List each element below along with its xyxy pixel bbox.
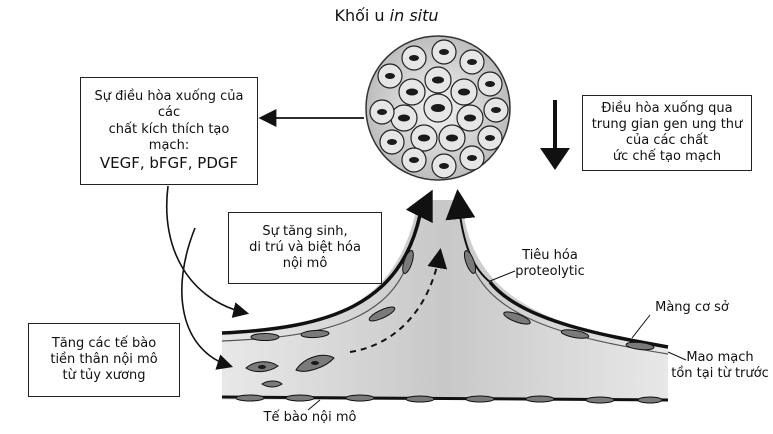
stimulators-box: Sự điều hòa xuống của các chất kích thíc…	[80, 77, 258, 185]
stimulators-line2: chất kích thích tạo mạch:	[108, 121, 230, 153]
tumor-title: Khối u in situ	[0, 6, 773, 25]
preexisting-line2: tồn tại từ trước	[671, 365, 769, 381]
leader-preexisting	[667, 351, 687, 361]
progenitors-line3: từ tủy xương	[62, 368, 146, 384]
proliferation-line2: di trú và biệt hóa	[249, 239, 361, 255]
progenitors-line2: tiền thân nội mô	[50, 351, 158, 367]
vessel-body	[222, 200, 668, 400]
proteolytic-line2: proteolytic	[515, 263, 585, 279]
curve-arrow-to-progenitors	[181, 227, 234, 370]
leader-basement-membrane	[631, 314, 651, 339]
oncogenes-line1: Điều hòa xuống qua	[601, 100, 733, 116]
migration-arrow	[349, 248, 448, 353]
proteolytic-line1: Tiêu hóa	[522, 248, 578, 263]
preexisting-capillary-label: Mao mạch tồn tại từ trước	[670, 350, 770, 381]
oncogenes-line3: của các chất	[625, 133, 709, 148]
stimulators-line3: VEGF, bFGF, PDGF	[99, 154, 239, 173]
progenitors-line1: Tăng các tế bào	[51, 335, 157, 351]
stimulators-line1: Sự điều hòa xuống của các	[94, 89, 244, 121]
proteolytic-label: Tiêu hóa proteolytic	[500, 248, 600, 279]
oncogenes-line4: ức chế tạo mạch	[612, 149, 722, 165]
proliferation-line3: nội mô	[282, 256, 328, 272]
basement-membrane-text: Màng cơ sở	[655, 300, 729, 315]
progenitors-box: Tăng các tế bào tiền thân nội mô từ tủy …	[28, 323, 180, 397]
progenitor-nuclei	[258, 361, 319, 369]
proliferation-box: Sự tăng sinh, di trú và biệt hóa nội mô	[228, 212, 382, 284]
endothelial-cell-label: Tế bào nội mô	[240, 410, 380, 426]
leader-endothelial	[307, 399, 321, 411]
endothelial-cells	[235, 250, 663, 404]
leader-proteolytic	[489, 270, 516, 282]
sprout-arrow-left	[405, 189, 433, 224]
basement-membrane-label: Màng cơ sở	[642, 300, 742, 316]
basement-membrane-left	[221, 214, 422, 335]
downregulation-arrow	[540, 100, 570, 170]
proliferation-line1: Sự tăng sinh,	[262, 223, 348, 239]
tumor-title-italic: in situ	[389, 6, 439, 25]
oncogenes-line2: trung gian gen ung thư	[591, 116, 743, 132]
preexisting-line1: Mao mạch	[686, 350, 754, 365]
sprout-arrow-right	[445, 189, 476, 221]
tumor-title-main: Khối u	[334, 6, 385, 25]
oncogenes-box: Điều hòa xuống qua trung gian gen ung th…	[582, 95, 752, 171]
endothelial-text: Tế bào nội mô	[263, 410, 357, 425]
tumor-in-situ	[365, 35, 511, 181]
